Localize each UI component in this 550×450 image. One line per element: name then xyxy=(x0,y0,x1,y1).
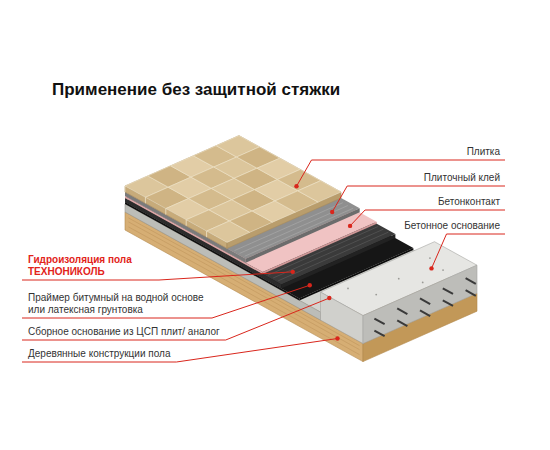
concrete-block xyxy=(321,242,478,344)
tile-joint xyxy=(186,220,187,226)
tile-joint xyxy=(165,209,166,215)
leader-dot xyxy=(429,266,433,270)
rebar-stub xyxy=(374,319,384,325)
rebar-stub xyxy=(397,320,407,326)
leader-line xyxy=(297,160,506,186)
rebar-stub xyxy=(374,331,384,337)
rebar-stub xyxy=(397,308,407,314)
concrete-speck xyxy=(442,269,444,271)
rebar-stub xyxy=(443,300,453,306)
diagram-title: Применение без защитной стяжки xyxy=(52,80,340,100)
adhesive-layer-top xyxy=(125,142,360,259)
leader-dot xyxy=(291,270,295,274)
tile-joint xyxy=(206,231,207,237)
layer-label: Плитка xyxy=(467,146,500,158)
layer-label: Бетонное основание xyxy=(404,220,500,232)
layer-label: Гидроизоляция пола ТЕХНОНИКОЛЬ xyxy=(28,254,153,278)
rebar-stub xyxy=(420,298,430,304)
leader-line xyxy=(432,234,506,268)
concrete-speck xyxy=(429,257,431,259)
leader-dot xyxy=(308,283,312,287)
tile-layer-top xyxy=(125,136,341,243)
concrete-speck xyxy=(375,294,377,296)
rebar-stub xyxy=(466,278,476,284)
layer-label: Плиточный клей xyxy=(424,172,500,184)
layer-label: Бетонконтакт xyxy=(438,196,500,208)
leader-line xyxy=(22,339,338,363)
leader-line xyxy=(22,285,310,318)
tile-joint xyxy=(125,186,126,192)
contact-layer-front xyxy=(125,196,263,274)
concrete-block-front xyxy=(321,292,364,344)
tile-piece xyxy=(298,181,341,202)
concrete-speck xyxy=(398,278,400,280)
layer-label: Праймер битумный на водной основе или ла… xyxy=(28,292,206,316)
concrete-speck xyxy=(347,288,349,290)
layer-label: Сборное основание из ЦСП плит/ аналог xyxy=(28,326,220,338)
concrete-block-end xyxy=(363,265,477,343)
leader-dot xyxy=(335,336,339,340)
leader-dot xyxy=(327,296,331,300)
layer-label: Деревянные конструкции пола xyxy=(28,348,170,360)
leader-line xyxy=(332,186,505,212)
leader-dot xyxy=(330,210,334,214)
tile-joint xyxy=(145,197,146,203)
leader-dot xyxy=(294,184,298,188)
rebar-stub xyxy=(466,290,476,296)
rebar-stub xyxy=(443,288,453,294)
concrete-speck xyxy=(422,282,424,284)
leader-lines xyxy=(22,160,505,362)
rebar-stub xyxy=(420,310,430,316)
leader-dot xyxy=(348,224,352,228)
tile-layer xyxy=(125,136,341,249)
